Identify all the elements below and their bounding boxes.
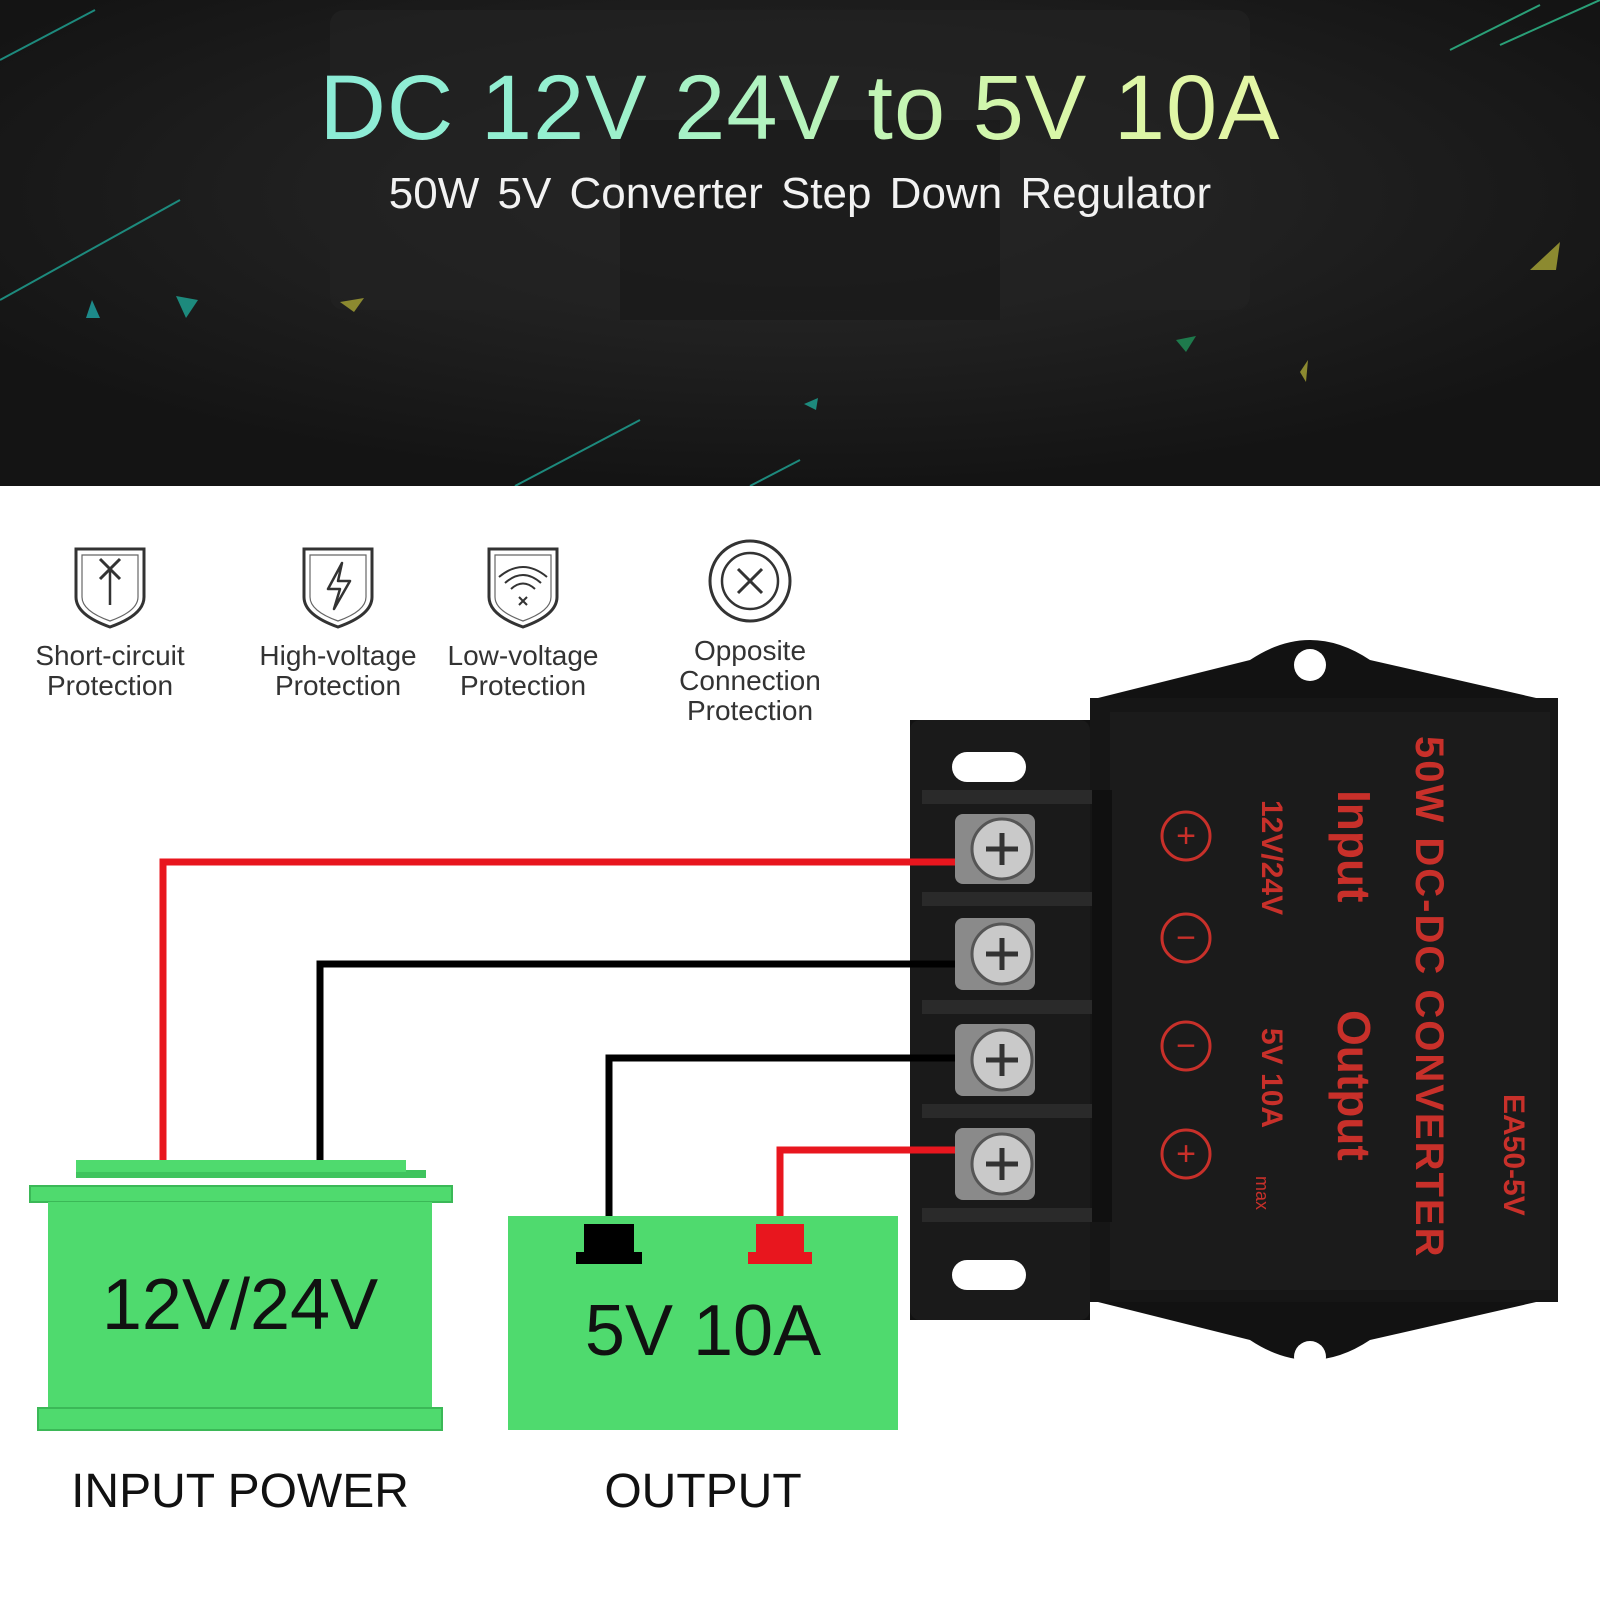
converter-input-voltage: 12V/24V — [1255, 800, 1288, 915]
mount-hole-bottom — [1294, 1341, 1326, 1373]
output-negative-wire — [605, 1054, 955, 1224]
polarity-circle — [1160, 1128, 1212, 1180]
deco-triangle — [176, 296, 198, 318]
output-caption: OUTPUT — [604, 1465, 802, 1518]
terminal-screw-2 — [955, 918, 1035, 990]
polarity-circle — [1160, 1020, 1212, 1072]
mount-hole-top — [1294, 649, 1326, 681]
polarity-symbol: − — [1176, 1027, 1196, 1065]
deco-line — [0, 199, 181, 301]
mount-slot-bottom — [952, 1260, 1026, 1290]
polarity-circle — [1160, 810, 1212, 862]
deco-line — [1449, 4, 1541, 51]
input-battery — [29, 1160, 453, 1431]
feature-label-line1: Low-voltage — [447, 640, 599, 671]
converter-face — [1110, 712, 1550, 1290]
battery-voltage-label: 12V/24V — [101, 1265, 379, 1345]
terminal-divider — [922, 1104, 1112, 1118]
converter-name: 50W DC-DC CONVERTER — [1407, 736, 1451, 1258]
deco-line — [0, 9, 96, 61]
polarity-circle — [1160, 912, 1212, 964]
terminal-divider — [922, 1208, 1112, 1222]
lightning-shield-icon — [302, 547, 374, 629]
feature-label-line2: Connection — [679, 665, 821, 696]
converter-input-label: Input — [1328, 790, 1380, 902]
feature-label-line1: Short-circuit — [35, 640, 185, 671]
terminal-screw-4 — [955, 1128, 1035, 1200]
wiring-diagram: + − − + 50W DC-DC CONVERTER Input 12V/24… — [29, 640, 1558, 1431]
banner: DC 12V 24V to 5V 10A 50W 5V Converter St… — [0, 0, 1600, 486]
polarity-symbol: + — [1176, 817, 1196, 855]
feature-label-line3: Protection — [686, 695, 814, 726]
feature-label-line2: Protection — [274, 670, 402, 701]
input-positive-wire — [159, 858, 955, 1170]
page-title: DC 12V 24V to 5V 10A — [0, 58, 1600, 158]
converter-output-max: max — [1252, 1176, 1272, 1210]
terminal-housing — [910, 720, 1090, 1320]
terminal-screw-3 — [955, 1024, 1035, 1096]
deco-triangle — [1530, 242, 1560, 270]
input-power-caption: INPUT POWER — [71, 1465, 409, 1518]
converter-model: EA50-5V — [1497, 1094, 1530, 1216]
feature-low-voltage: Low-voltage Protection — [438, 545, 608, 701]
output-box — [508, 1216, 898, 1430]
feature-short-circuit: Short-circuit Protection — [20, 545, 200, 701]
deco-line — [749, 459, 801, 486]
terminal-divider — [922, 892, 1112, 906]
terminal-divider — [922, 790, 1112, 804]
circle-x-icon — [708, 539, 792, 623]
feature-label-line2: Protection — [46, 670, 174, 701]
feature-high-voltage: High-voltage Protection — [248, 545, 428, 701]
page-subtitle: 50W 5V Converter Step Down Regulator — [388, 169, 1212, 218]
feature-label-line1: High-voltage — [259, 640, 417, 671]
output-rating-label: 5V 10A — [584, 1291, 822, 1371]
terminal-back — [1092, 790, 1112, 1222]
mount-slot-top — [952, 752, 1026, 782]
feature-label-line2: Protection — [459, 670, 587, 701]
polarity-symbol: − — [1176, 919, 1196, 957]
terminal-divider — [922, 1000, 1112, 1014]
deco-triangle — [340, 298, 364, 312]
deco-triangle — [1300, 360, 1308, 382]
short-circuit-shield-icon — [74, 547, 146, 629]
converter-output-label: Output — [1328, 1010, 1380, 1161]
banner-background — [0, 0, 1600, 486]
product-block — [620, 120, 1000, 320]
converter-output-rating: 5V 10A — [1255, 1028, 1288, 1128]
deco-triangle — [86, 300, 100, 318]
output-positive-wire — [776, 1146, 955, 1224]
polarity-symbol: + — [1176, 1135, 1196, 1173]
deco-line — [514, 419, 641, 486]
deco-triangle — [1176, 336, 1196, 352]
input-negative-wire — [316, 960, 955, 1170]
feature-label-line1: Opposite — [693, 635, 807, 666]
deco-line — [1499, 0, 1600, 46]
terminal-screw-1 — [955, 814, 1035, 884]
wifi-shield-icon — [487, 547, 559, 629]
deco-triangle — [804, 398, 818, 410]
feature-opposite-connection: Opposite Connection Protection — [660, 536, 840, 726]
